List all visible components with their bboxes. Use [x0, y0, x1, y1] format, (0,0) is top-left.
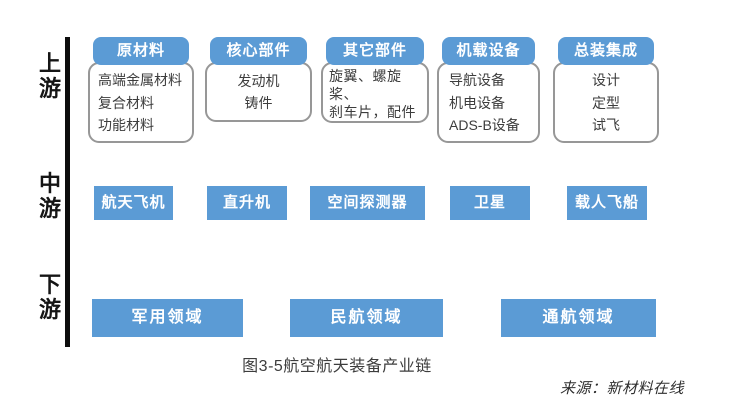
midstream-box-satellite: 卫星 — [450, 186, 530, 220]
column-header: 总装集成 — [558, 37, 654, 65]
column-header: 核心部件 — [210, 37, 307, 65]
column-item-card: 导航设备 机电设备 ADS-B设备 — [437, 62, 540, 143]
upstream-column-final-assembly: 总装集成 设计 定型 试飞 — [553, 37, 659, 143]
column-header: 机载设备 — [442, 37, 535, 65]
upstream-column-raw-materials: 原材料 高端金属材料 复合材料 功能材料 — [88, 37, 194, 143]
column-item: 功能材料 — [98, 116, 154, 133]
column-item: 刹车片，配件 — [329, 104, 416, 120]
column-item: 试飞 — [592, 116, 620, 133]
column-item: 设计 — [592, 72, 620, 89]
midstream-box-space-shuttle: 航天飞机 — [94, 186, 173, 220]
figure-caption: 图3-5航空航天装备产业链 — [242, 358, 432, 375]
column-item: ADS-B设备 — [449, 116, 520, 133]
column-item: 旋翼、螺旋桨、 — [329, 68, 402, 102]
upstream-column-core-parts: 核心部件 发动机 铸件 — [205, 37, 312, 122]
downstream-box-civil-aviation: 民航领域 — [290, 299, 443, 337]
upstream-column-airborne-equipment: 机载设备 导航设备 机电设备 ADS-B设备 — [437, 37, 540, 143]
column-item: 复合材料 — [98, 94, 154, 111]
column-item: 发动机 — [237, 72, 280, 89]
column-header: 其它部件 — [326, 37, 424, 65]
column-item: 机电设备 — [449, 94, 505, 111]
downstream-box-military: 军用领域 — [92, 299, 243, 337]
stage-label-midstream: 中游 — [38, 171, 61, 221]
downstream-box-general-aviation: 通航领域 — [501, 299, 656, 337]
column-item-card: 高端金属材料 复合材料 功能材料 — [88, 62, 194, 143]
column-header: 原材料 — [93, 37, 189, 65]
column-item: 导航设备 — [449, 72, 505, 89]
upstream-column-other-parts: 其它部件 旋翼、螺旋桨、 刹车片，配件 — [321, 37, 429, 123]
source-credit: 来源：新材料在线 — [560, 380, 685, 397]
column-item-card: 旋翼、螺旋桨、 刹车片，配件 — [321, 62, 429, 123]
stage-axis-line — [65, 37, 70, 347]
midstream-box-helicopter: 直升机 — [207, 186, 287, 220]
column-item: 高端金属材料 — [98, 72, 182, 89]
midstream-box-crewed-spacecraft: 载人飞船 — [567, 186, 647, 220]
column-item: 定型 — [592, 94, 620, 111]
column-item: 铸件 — [244, 95, 273, 112]
column-item-card: 发动机 铸件 — [205, 62, 312, 122]
midstream-box-space-probe: 空间探测器 — [310, 186, 425, 220]
column-item-card: 设计 定型 试飞 — [553, 62, 659, 143]
stage-label-upstream: 上游 — [38, 51, 61, 101]
stage-label-downstream: 下游 — [38, 272, 61, 322]
